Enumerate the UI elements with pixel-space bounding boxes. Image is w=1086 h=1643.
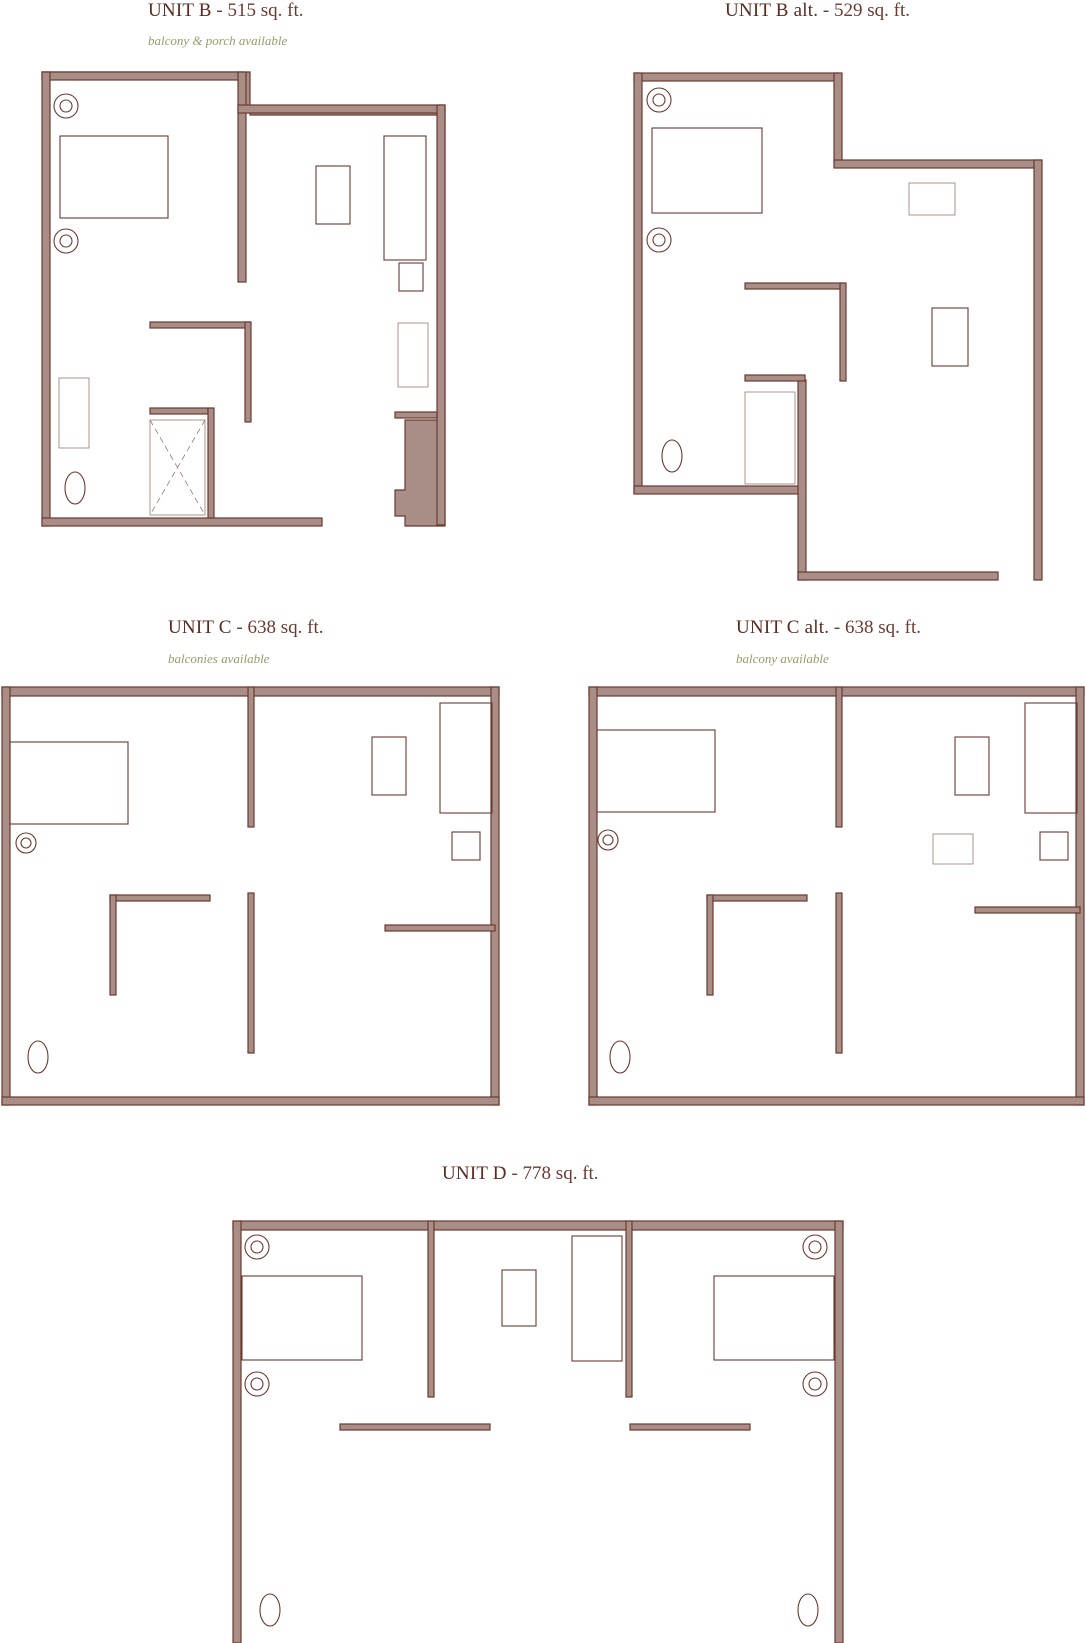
unit-d-name: UNIT D xyxy=(442,1163,507,1184)
unit-b-area: - 515 sq. ft. xyxy=(216,0,304,21)
unit-c-alt-title: UNIT C alt. - 638 sq. ft. xyxy=(736,617,921,639)
unit-c-furniture xyxy=(9,702,493,1074)
unit-c-alt-furniture xyxy=(596,702,1078,1074)
unit-b-alt-furniture xyxy=(646,87,969,485)
unit-c-alt-area: - 638 sq. ft. xyxy=(833,617,921,638)
unit-c-alt-note: balcony available xyxy=(736,651,829,666)
unit-c-alt-name: UNIT C alt. xyxy=(736,617,830,638)
unit-c-area: - 638 sq. ft. xyxy=(236,617,324,638)
unit-b-title: UNIT B - 515 sq. ft. xyxy=(148,0,303,22)
unit-d-furniture xyxy=(241,1234,835,1627)
unit-c-walls xyxy=(1,686,500,1106)
unit-b-name: UNIT B xyxy=(148,0,212,21)
unit-c-name: UNIT C xyxy=(168,617,232,638)
unit-b-walls xyxy=(41,71,446,527)
unit-b-furniture xyxy=(53,93,429,516)
unit-b-alt-area: - 529 sq. ft. xyxy=(822,0,910,21)
unit-d-walls xyxy=(232,1220,844,1643)
unit-d-area: - 778 sq. ft. xyxy=(511,1163,599,1184)
unit-b-alt-walls xyxy=(633,72,1043,581)
unit-c-alt-walls xyxy=(588,686,1085,1106)
unit-d-title: UNIT D - 778 sq. ft. xyxy=(442,1163,599,1185)
unit-c-title: UNIT C - 638 sq. ft. xyxy=(168,617,323,639)
unit-b-note: balcony & porch available xyxy=(148,33,288,48)
unit-b-alt-title: UNIT B alt. - 529 sq. ft. xyxy=(725,0,910,22)
unit-b-alt-name: UNIT B alt. xyxy=(725,0,819,21)
unit-c-note: balconies available xyxy=(168,651,270,666)
